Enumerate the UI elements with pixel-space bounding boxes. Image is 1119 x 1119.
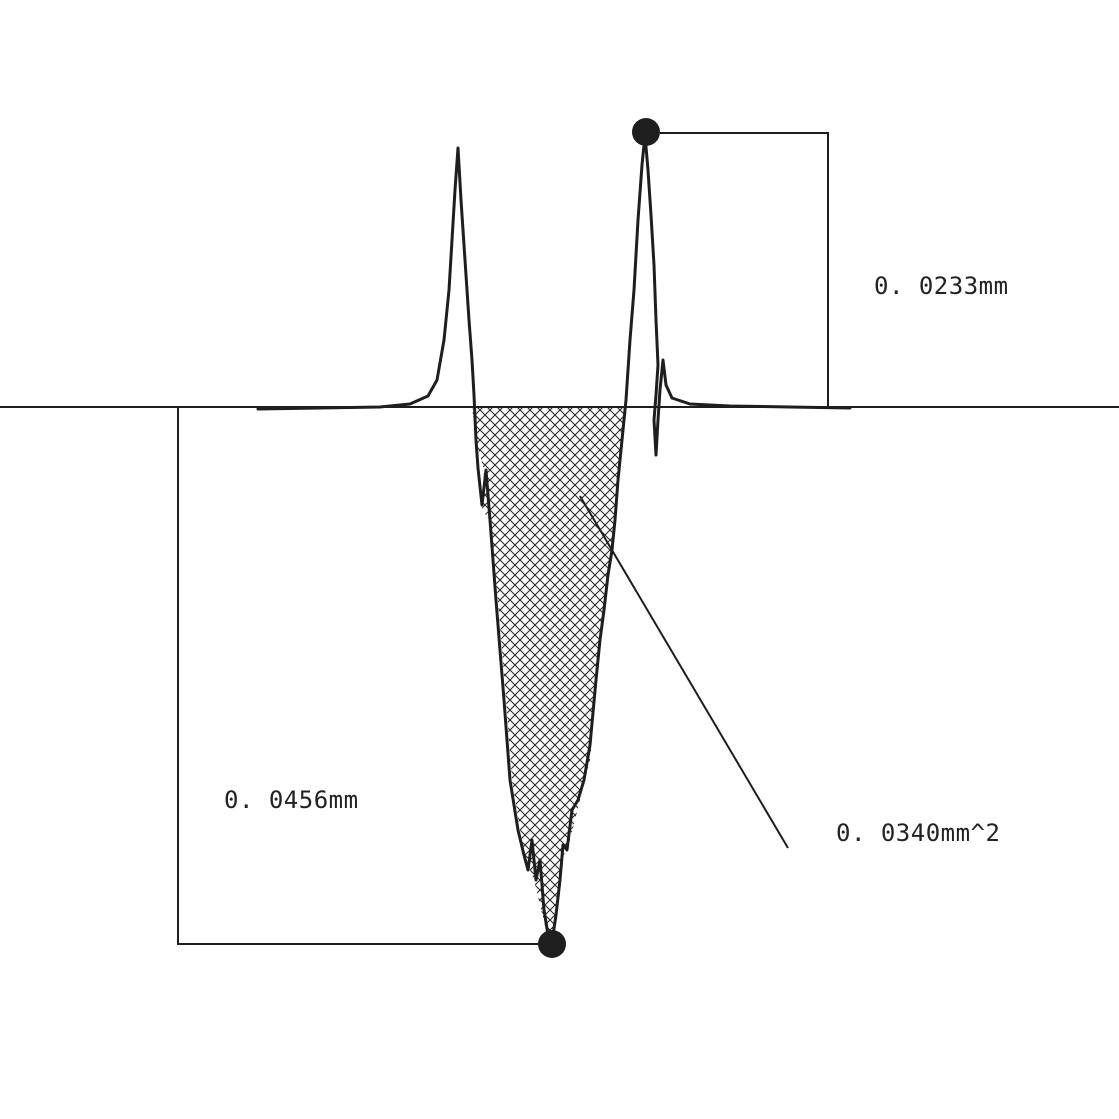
height-label: 0. 0233mm [874, 272, 1009, 300]
area-label: 0. 0340mm^2 [836, 819, 1000, 847]
cross-section-area [472, 408, 627, 942]
peak-marker [632, 118, 660, 146]
valley-marker [538, 930, 566, 958]
area-leader-line [579, 495, 789, 849]
depth-dimension-bracket [177, 407, 540, 945]
surface-profile-line [256, 133, 852, 944]
depth-label: 0. 0456mm [224, 786, 359, 814]
height-dimension-bracket [660, 132, 829, 409]
